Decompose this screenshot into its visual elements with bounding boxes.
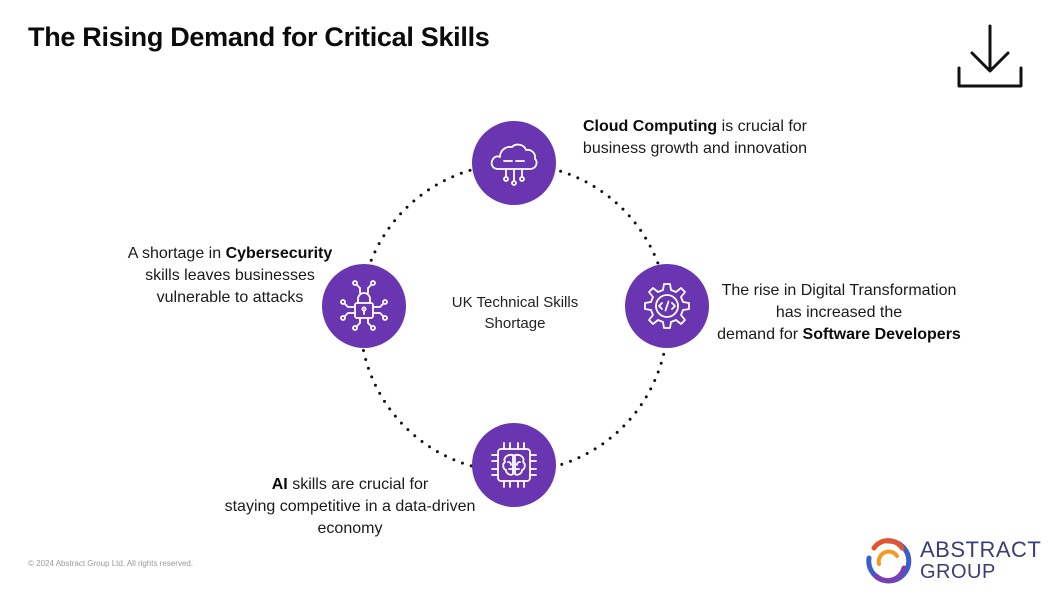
label-software-bold: Software Developers: [802, 326, 961, 343]
label-software-line1: The rise in Digital Transformation: [721, 282, 957, 299]
center-label-line1: UK Technical Skills: [451, 294, 579, 311]
node-cloud-computing: [472, 121, 556, 205]
center-label-line2: Shortage: [484, 315, 546, 332]
label-ai-text1: skills are crucial for: [287, 476, 429, 493]
label-cyber-bold: Cybersecurity: [225, 245, 333, 262]
label-cyber-prefix1: A shortage in: [127, 245, 226, 262]
label-ai-line3: economy: [317, 520, 383, 537]
label-ai-bold: AI: [271, 476, 288, 493]
copyright-notice: © 2024 Abstract Group Ltd. All rights re…: [28, 559, 194, 568]
label-ai-line2: staying competitive in a data-driven: [224, 498, 476, 515]
node-software-developers: [625, 264, 709, 348]
abstract-group-logo-icon: [866, 538, 912, 584]
label-cyber-line3: vulnerable to attacks: [156, 289, 304, 306]
label-cybersecurity: A shortage in Cybersecurity skills leave…: [110, 243, 350, 309]
label-cyber-line2: skills leaves businesses: [145, 267, 315, 284]
code-gear-icon: [644, 283, 690, 329]
label-software-line2: has increased the: [775, 304, 903, 321]
label-cloud-computing: Cloud Computing is crucial for business …: [560, 116, 830, 160]
cloud-computing-icon: [490, 143, 538, 186]
page-title: The Rising Demand for Critical Skills: [28, 22, 490, 52]
label-software-developers: The rise in Digital Transformation has i…: [706, 280, 972, 346]
brand-name-line1: ABSTRACT: [920, 537, 1042, 562]
label-software-prefix3: demand for: [717, 326, 803, 343]
label-cloud-text2: business growth and innovation: [582, 140, 808, 157]
node-cybersecurity: [322, 264, 406, 348]
download-icon: [957, 24, 1023, 88]
node-ai: [472, 423, 556, 507]
brand-logo: ABSTRACT GROUP: [864, 535, 1041, 587]
label-ai: AI skills are crucial for staying compet…: [210, 474, 490, 540]
center-label: UK Technical Skills Shortage: [430, 292, 600, 334]
label-cloud-text1: is crucial for: [717, 118, 807, 135]
label-cloud-bold: Cloud Computing: [583, 118, 718, 135]
download-button[interactable]: [952, 20, 1028, 94]
ai-brain-chip-icon: [491, 442, 537, 488]
brand-name-line2: GROUP: [920, 561, 996, 583]
cybersecurity-lock-icon: [340, 280, 388, 331]
